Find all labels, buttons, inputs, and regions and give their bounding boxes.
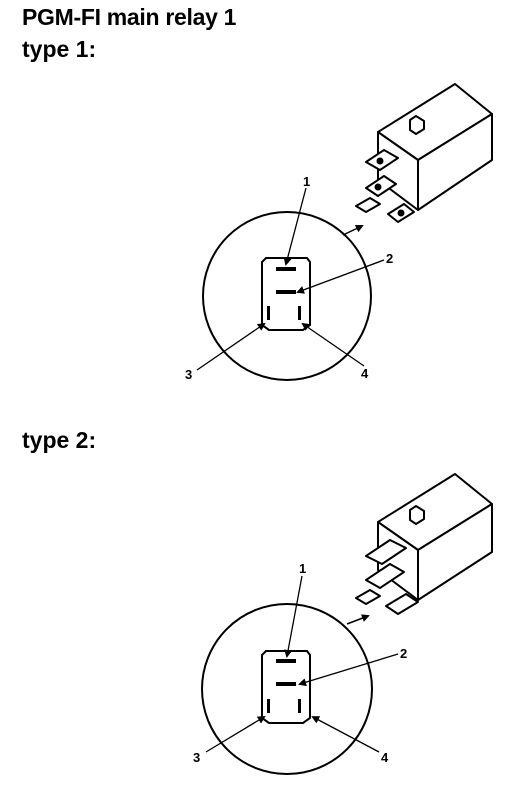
leader-line-4 [311,716,380,753]
connector-view-circle-2 [201,603,373,775]
callout-3: 3 [185,367,192,382]
page-title: PGM-FI main relay 1 [22,4,237,30]
leader-line-1 [283,187,307,266]
leader-line-2 [298,653,399,687]
relay-1-illustration [355,83,493,223]
callout-2: 2 [386,251,393,266]
terminal-slot-4 [298,699,301,713]
zoom-arrow-1 [342,224,364,236]
leader-line-2 [296,259,385,294]
socket-outline-2 [261,650,311,724]
type-2-diagram: 1 2 3 4 [193,473,493,775]
zoom-arrow-2 [346,614,370,625]
terminal-slot-2 [276,682,296,686]
callout-4: 4 [361,366,369,381]
callout-3: 3 [193,750,200,765]
leader-line-1 [284,575,303,658]
callout-1: 1 [299,561,306,576]
leader-line-3 [205,715,266,753]
terminal-slot-1 [276,659,296,663]
relay-2-illustration [355,473,493,615]
callout-4: 4 [381,750,389,765]
type-1-heading: type 1: [22,36,97,62]
terminal-slot-3 [267,306,270,320]
terminal-slot-1 [276,267,296,271]
callout-2: 2 [400,646,407,661]
terminal-slot-3 [267,699,270,713]
type-1-diagram: 1 2 3 4 [185,83,493,382]
leader-line-3 [196,322,266,371]
type-2-heading: type 2: [22,427,97,453]
leader-line-4 [301,322,365,367]
terminal-slot-2 [276,290,296,294]
terminal-slot-4 [298,306,301,320]
connector-view-circle-1 [202,211,372,381]
callout-1: 1 [303,174,310,189]
